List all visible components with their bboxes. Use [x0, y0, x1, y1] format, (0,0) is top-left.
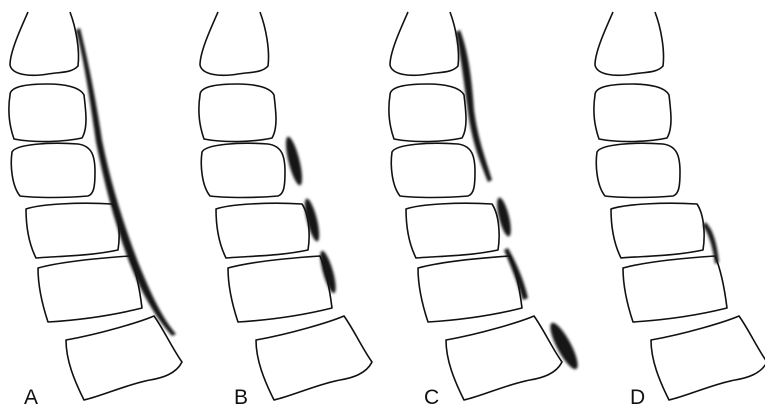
vertebral-body-c5 [216, 203, 309, 258]
panel-label-c: C [424, 386, 439, 409]
panel-label-a: A [24, 386, 38, 409]
vertebral-body-c5 [406, 203, 499, 258]
vertebral-body-c7 [66, 316, 182, 400]
vertebral-body-c4 [201, 143, 285, 197]
vertebral-body-c4 [596, 143, 680, 197]
vertebral-body-c3 [199, 84, 276, 142]
vertebral-body-c6 [418, 256, 522, 322]
odontoid-vertebra [200, 12, 269, 75]
odontoid-vertebra [595, 12, 664, 75]
odontoid-vertebra [390, 12, 459, 75]
vertebral-body-c7 [256, 316, 372, 400]
vertebral-body-c5 [611, 203, 704, 258]
vertebral-body-c6 [623, 256, 727, 322]
panel-label-d: D [630, 386, 645, 409]
panel-d [594, 12, 765, 400]
vertebral-body-c3 [9, 84, 86, 142]
vertebral-body-c6 [228, 256, 332, 322]
vertebral-body-c3 [389, 84, 466, 142]
panel-c [389, 12, 583, 400]
vertebral-body-c5 [26, 203, 119, 258]
vertebral-body-c4 [11, 143, 95, 197]
vertebral-body-c4 [391, 143, 475, 197]
vertebral-body-c3 [594, 84, 671, 142]
vertebral-body-c7 [651, 316, 765, 400]
ossification-segment [283, 135, 306, 186]
panel-label-b: B [234, 386, 248, 409]
vertebral-body-c6 [38, 256, 142, 322]
vertebral-body-c7 [446, 316, 562, 400]
odontoid-vertebra [10, 12, 79, 75]
panel-a [9, 12, 182, 400]
panel-b [199, 12, 372, 400]
